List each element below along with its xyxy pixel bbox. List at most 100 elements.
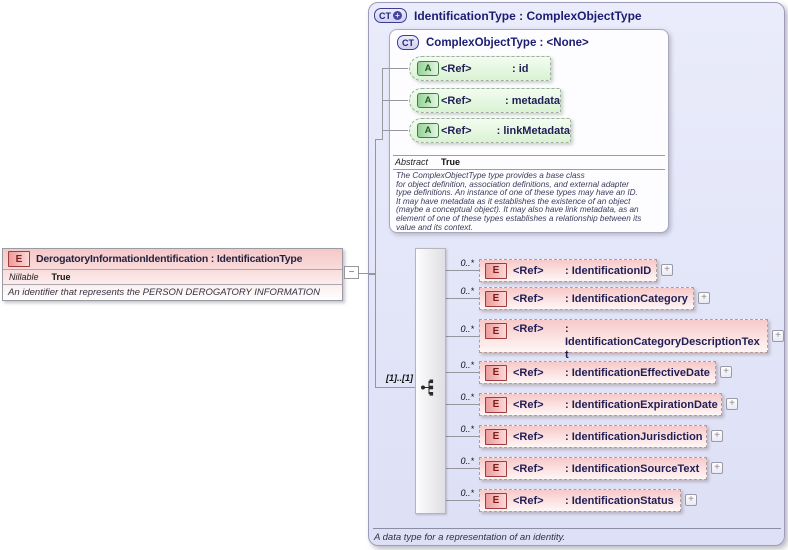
occurrence-label: 0..*	[460, 392, 474, 402]
expand-icon[interactable]: +	[720, 366, 732, 378]
element-ref: <Ref>	[513, 366, 544, 379]
element-declaration-header: E DerogatoryInformationIdentification : …	[3, 249, 342, 270]
attribute-name: : metadata	[504, 94, 560, 107]
element-declaration-title: DerogatoryInformationIdentification : Id…	[36, 253, 303, 265]
connector-line	[375, 139, 376, 388]
expand-icon[interactable]: +	[685, 494, 697, 506]
element-ref: <Ref>	[513, 292, 544, 305]
connector-line	[446, 468, 479, 469]
type-panel-header: CT + IdentificationType : ComplexObjectT…	[374, 8, 642, 23]
element-badge: E	[485, 428, 507, 445]
element-name: : IdentificationStatus	[565, 494, 674, 507]
occurrence-label: 0..*	[460, 286, 474, 296]
element-ref-box[interactable]: E <Ref> : IdentificationEffectiveDate	[479, 361, 716, 384]
type-description-line: type definitions. An instance of one of …	[396, 188, 638, 198]
connector-line	[359, 273, 375, 274]
element-badge: E	[485, 290, 507, 307]
element-ref-box[interactable]: E <Ref> : IdentificationID	[479, 259, 657, 282]
connector-line	[446, 298, 479, 299]
connector-line	[446, 336, 479, 337]
complex-type-badge: CT	[397, 35, 419, 50]
element-badge: E	[485, 460, 507, 477]
expand-icon[interactable]: +	[711, 430, 723, 442]
occurrence-label: 0..*	[460, 456, 474, 466]
element-ref: <Ref>	[513, 430, 544, 443]
abstract-label: Abstract	[395, 157, 429, 167]
element-ref: <Ref>	[513, 323, 544, 335]
occurrence-label: 0..*	[460, 324, 474, 334]
element-name: : IdentificationEffectiveDate	[565, 366, 710, 379]
connector-line	[446, 404, 479, 405]
connector-line	[382, 130, 408, 131]
element-ref-box[interactable]: E <Ref> : IdentificationJurisdiction	[479, 425, 707, 448]
divider	[393, 169, 665, 170]
complex-type-badge-label: CT	[379, 10, 391, 21]
attribute-name: : linkMetadata	[496, 124, 570, 137]
connector-line	[375, 387, 415, 388]
element-ref: <Ref>	[513, 264, 544, 277]
attribute-ref: <Ref>	[441, 62, 472, 75]
connector-line	[446, 270, 479, 271]
element-ref-box[interactable]: E <Ref> : IdentificationCategory	[479, 287, 694, 310]
attribute-badge: A	[417, 61, 439, 76]
occurrence-label: 0..*	[460, 424, 474, 434]
occurrence-label: 0..*	[460, 258, 474, 268]
nillable-facet-row: Nillable True	[3, 270, 342, 285]
nillable-value: True	[51, 272, 71, 282]
element-name: : IdentificationExpirationDate	[565, 398, 718, 411]
type-description-line: (maybe a conceptual object). It may also…	[396, 205, 639, 215]
divider	[373, 528, 781, 529]
base-type-description: The ComplexObjectType type provides a ba…	[396, 172, 666, 232]
element-ref-box[interactable]: E <Ref> : IdentificationSourceText	[479, 457, 707, 480]
attribute-badge: A	[417, 93, 439, 108]
abstract-value: True	[441, 157, 461, 167]
cardinality-label: [1]..[1]	[386, 373, 413, 383]
attribute-ref: <Ref>	[441, 124, 472, 137]
attribute-ref-box[interactable]: A <Ref> : linkMetadata	[409, 118, 571, 143]
type-description-line: for object definition, association defin…	[396, 179, 630, 189]
element-name: : IdentificationCategory	[565, 292, 688, 305]
nillable-label: Nillable	[9, 272, 39, 282]
attribute-ref: <Ref>	[441, 94, 472, 107]
type-description-line: value and its context.	[396, 222, 473, 232]
type-detail-panel: CT + IdentificationType : ComplexObjectT…	[368, 2, 785, 546]
connector-line	[382, 68, 383, 140]
expand-icon[interactable]: +	[661, 264, 673, 276]
expand-circle-icon: +	[393, 11, 402, 20]
expand-icon[interactable]: +	[726, 398, 738, 410]
connector-line	[446, 436, 479, 437]
expand-icon[interactable]: +	[698, 292, 710, 304]
attribute-badge: A	[417, 123, 439, 138]
connector-line	[446, 372, 479, 373]
element-description: An identifier that represents the PERSON…	[8, 287, 321, 298]
sequence-icon	[421, 379, 434, 396]
element-badge: E	[485, 492, 507, 509]
element-name: : IdentificationID	[565, 264, 652, 277]
divider	[393, 155, 665, 156]
base-type-title: ComplexObjectType : <None>	[426, 36, 589, 49]
attribute-ref-box[interactable]: A <Ref> : metadata	[409, 88, 561, 113]
element-declaration-box[interactable]: E DerogatoryInformationIdentification : …	[2, 248, 343, 301]
element-ref-box[interactable]: E <Ref> : IdentificationExpirationDate	[479, 393, 722, 416]
expand-icon[interactable]: +	[711, 462, 723, 474]
element-name: : IdentificationCategoryDescriptionText	[565, 323, 760, 361]
element-badge: E	[485, 396, 507, 413]
occurrence-label: 0..*	[460, 488, 474, 498]
abstract-facet-row: Abstract True	[395, 157, 460, 167]
element-badge: E	[485, 262, 507, 279]
element-badge: E	[485, 323, 507, 339]
element-name: : IdentificationJurisdiction	[565, 430, 703, 443]
type-panel-title: IdentificationType : ComplexObjectType	[414, 8, 642, 23]
expand-icon[interactable]: +	[772, 330, 784, 342]
attribute-ref-box[interactable]: A <Ref> : id	[409, 56, 551, 81]
element-ref-box[interactable]: E <Ref> : IdentificationCategoryDescript…	[479, 319, 768, 361]
collapse-toggle[interactable]: −	[344, 266, 359, 279]
occurrence-label: 0..*	[460, 360, 474, 370]
element-ref-box[interactable]: E <Ref> : IdentificationStatus	[479, 489, 681, 512]
type-footer-description: A data type for a representation of an i…	[374, 532, 566, 543]
attribute-name: : id	[512, 62, 529, 75]
type-description-line: element of one of these types establishe…	[396, 213, 642, 223]
connector-line	[382, 68, 408, 69]
element-name: : IdentificationSourceText	[565, 462, 700, 475]
